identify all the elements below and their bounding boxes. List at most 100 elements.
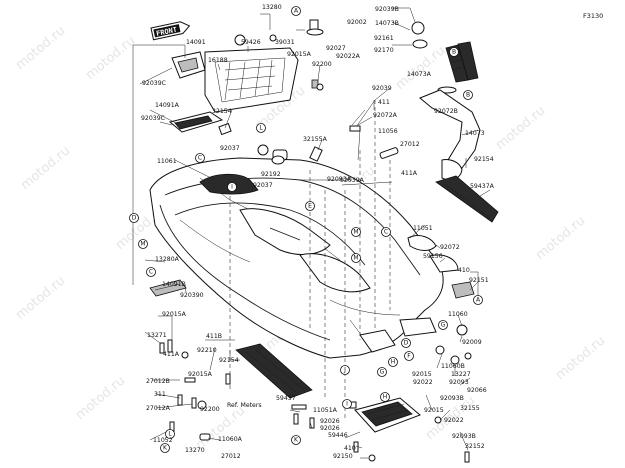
svg-text:A: A <box>294 8 299 15</box>
part-number-14073a: 14073A <box>407 71 432 78</box>
svg-text:K: K <box>294 437 299 444</box>
rear-plate-59446 <box>354 397 421 433</box>
part-number-13280a: 13280A <box>155 256 180 263</box>
svg-text:B: B <box>452 49 456 56</box>
circle-c: C <box>195 153 205 163</box>
part-number-92072b: 92072B <box>434 108 458 115</box>
svg-text:D: D <box>404 340 409 347</box>
part-number-410_r: 410 <box>458 267 470 274</box>
part-number-92037_1: 92037 <box>220 145 240 152</box>
part-number-92015a_t: 92015A <box>287 51 312 58</box>
part-number-92015a_l: 92015A <box>162 311 187 318</box>
part-number-11051: 11051 <box>413 225 433 232</box>
svg-text:C: C <box>198 155 202 162</box>
part-number-11060a: 11060A <box>218 436 243 443</box>
part-number-92039: 92039 <box>372 85 392 92</box>
part-number-92037_2: 92037 <box>253 182 273 189</box>
svg-text:E: E <box>308 203 312 210</box>
circle-a2: A <box>473 295 483 305</box>
svg-text:M: M <box>353 229 358 236</box>
part-number-59426: 59426 <box>241 39 261 46</box>
plate-14091a <box>168 111 224 133</box>
circle-b: B <box>449 47 459 57</box>
part-number-92039b: 92039B <box>375 6 399 13</box>
part-number-14073: 14073 <box>465 130 485 137</box>
svg-text:M: M <box>353 255 358 262</box>
part-number-11056: 11056 <box>378 128 398 135</box>
part-number-32155a: 32155A <box>303 136 328 143</box>
ref-meters-note: Ref. Meters <box>227 402 262 409</box>
svg-text:B: B <box>466 92 470 99</box>
circle-j: J <box>340 365 350 375</box>
watermark: motod.ru <box>13 23 68 73</box>
watermark: motod.ru <box>553 333 608 383</box>
svg-text:F: F <box>407 353 411 360</box>
part-number-27012b: 27012B <box>146 378 170 385</box>
part-number-27012_b: 27012 <box>221 453 241 460</box>
part-number-411a_l: 411A <box>163 351 180 358</box>
svg-text:A: A <box>476 297 481 304</box>
circle-m: M <box>138 239 148 249</box>
front-badge: FRONT <box>150 21 191 41</box>
part-number-59437: 59437 <box>276 395 296 402</box>
svg-text:G: G <box>441 322 446 329</box>
bottom-fittings <box>159 339 470 463</box>
rear-fittings <box>407 235 475 424</box>
part-number-59446: 59446 <box>328 432 348 439</box>
part-number-92026_2: 92026 <box>320 425 340 432</box>
part-number-13270: 13270 <box>185 447 205 454</box>
circle-g2: G <box>377 367 387 377</box>
circle-e: E <box>305 201 315 211</box>
part-number-14091a: 14091A <box>155 102 180 109</box>
circle-m2: M <box>351 227 361 237</box>
fittings <box>218 19 457 165</box>
part-number-11060b: 11060B <box>441 363 465 370</box>
svg-text:M: M <box>140 241 145 248</box>
part-number-410_b: 410 <box>344 445 356 452</box>
part-number-92039c_2: 92039C <box>141 115 165 122</box>
part-number-27012a: 27012A <box>146 405 171 412</box>
watermark: motod.ru <box>18 143 73 193</box>
svg-text:L: L <box>168 431 172 438</box>
part-number-92154_r: 92154 <box>474 156 494 163</box>
part-number-411_t: 411 <box>378 99 390 106</box>
circle-c2: C <box>146 267 156 277</box>
part-number-92066: 92066 <box>467 387 487 394</box>
circle-k2: K <box>160 443 170 453</box>
circle-h: H <box>388 357 398 367</box>
part-number-92154_m: 92154 <box>219 357 239 364</box>
part-number-92200_b: 92200 <box>200 406 220 413</box>
part-number-14073b: 14073B <box>375 20 399 27</box>
part-number-92093b_2: 92093B <box>452 433 476 440</box>
part-number-14091b: 14091B <box>162 281 186 288</box>
part-number-32152: 32152 <box>465 443 485 450</box>
part-number-13280: 13280 <box>262 4 282 11</box>
part-number-92072a: 92072A <box>373 112 398 119</box>
circle-i: I <box>227 182 237 192</box>
part-number-92022a: 92022A <box>336 53 361 60</box>
circle-b2: B <box>463 90 473 100</box>
side-strip-59437a <box>435 175 499 223</box>
watermark: motod.ru <box>393 43 448 93</box>
svg-text:C: C <box>149 269 153 276</box>
watermark: motod.ru <box>493 103 548 153</box>
svg-text:D: D <box>132 215 137 222</box>
part-number-92150: 92150 <box>333 453 353 460</box>
part-number-92093a: 92093A <box>327 176 352 183</box>
part-number-92009: 92009 <box>462 339 482 346</box>
circle-h2: H <box>380 392 390 402</box>
leader-lines <box>132 7 491 459</box>
part-number-39031: 39031 <box>275 39 295 46</box>
part-number-920390: 920390 <box>180 292 204 299</box>
svg-text:J: J <box>343 367 346 374</box>
svg-text:G: G <box>380 369 385 376</box>
part-number-92072: 92072 <box>440 244 460 251</box>
circle-f: F <box>404 351 414 361</box>
watermark: motod.ru <box>73 373 128 423</box>
part-number-32155: 32155 <box>460 405 480 412</box>
part-number-16188: 16188 <box>208 57 228 64</box>
circle-d2: D <box>401 338 411 348</box>
figure-code: F3130 <box>583 12 603 20</box>
